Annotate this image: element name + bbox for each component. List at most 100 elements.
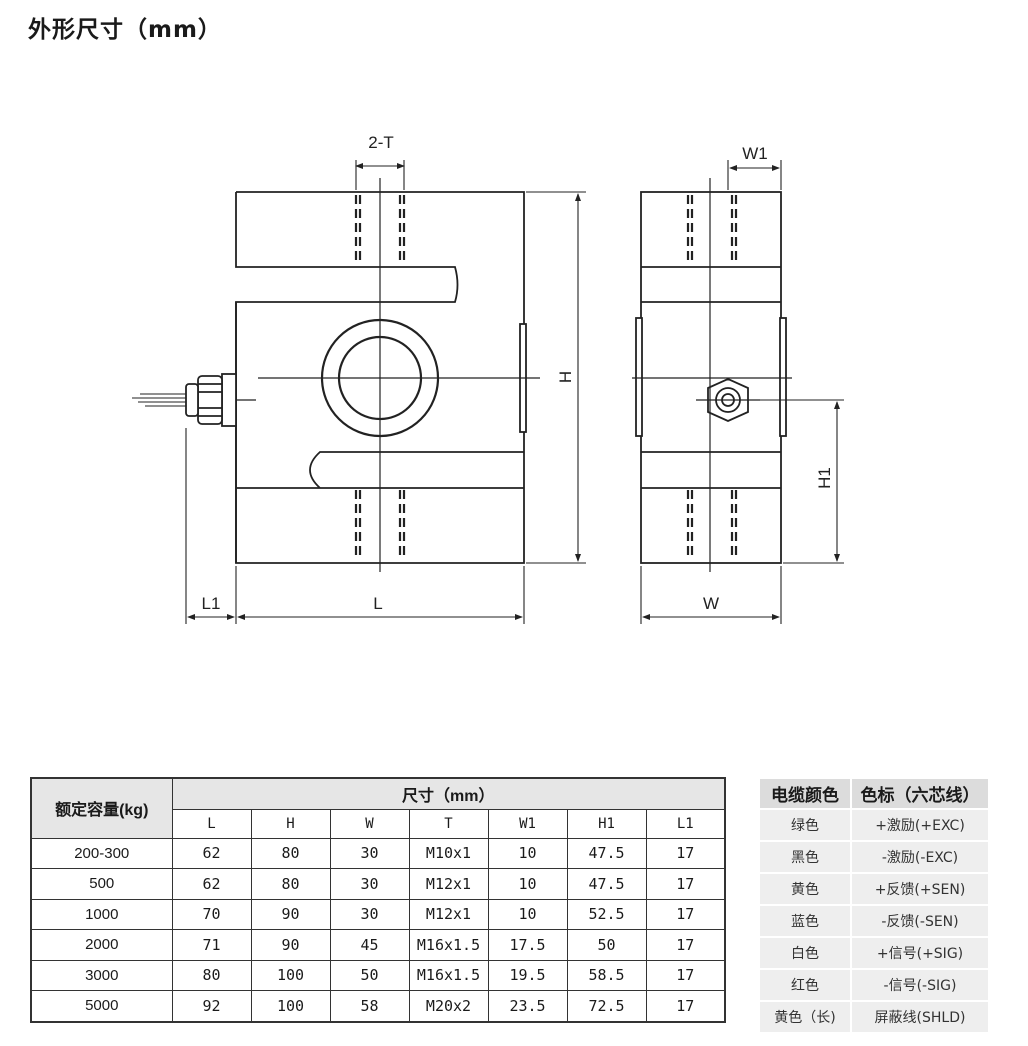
table-row: 黑色 -激励(-EXC) bbox=[760, 842, 988, 872]
table-cell: 62 bbox=[171, 868, 252, 900]
table-cell: 30 bbox=[329, 868, 410, 900]
table-cell: M20x2 bbox=[408, 990, 489, 1022]
table-row: 1000 70 90 30 M12x1 10 52.5 17 bbox=[30, 898, 726, 930]
table-cell: 10 bbox=[487, 868, 568, 900]
table-row: 2000 71 90 45 M16x1.5 17.5 50 17 bbox=[30, 929, 726, 961]
table-cell: M16x1.5 bbox=[408, 929, 489, 961]
signal-function: +激励(+EXC) bbox=[850, 810, 988, 840]
cable-color-table: 电缆颜色 色标（六芯线） 绿色 +激励(+EXC) 黑色 -激励(-EXC) 黄… bbox=[760, 777, 988, 1034]
table-cell: 500 bbox=[30, 868, 173, 900]
table-cell: 23.5 bbox=[487, 990, 568, 1022]
table-cell: 72.5 bbox=[566, 990, 647, 1022]
cable-color: 蓝色 bbox=[760, 906, 850, 936]
column-header: W1 bbox=[487, 808, 568, 839]
table-cell: 71 bbox=[171, 929, 252, 961]
table-cell: 50 bbox=[566, 929, 647, 961]
dimensions-table: 额定容量(kg) 尺寸（mm） L H W T W1 H1 L1 200-300… bbox=[30, 777, 726, 1023]
table-cell: 80 bbox=[250, 868, 331, 900]
table-cell: 17 bbox=[645, 898, 726, 930]
cable-color: 绿色 bbox=[760, 810, 850, 840]
table-cell: 90 bbox=[250, 898, 331, 930]
table-cell: 17.5 bbox=[487, 929, 568, 961]
table-cell: 80 bbox=[171, 959, 252, 991]
table-cell: 17 bbox=[645, 837, 726, 869]
cable-color: 红色 bbox=[760, 970, 850, 1000]
dim-label-l: L bbox=[373, 594, 382, 613]
technical-drawing: 2-T W1 H H1 L1 L W bbox=[132, 133, 844, 624]
table-row: 5000 92 100 58 M20x2 23.5 72.5 17 bbox=[30, 990, 726, 1022]
table-cell: 100 bbox=[250, 959, 331, 991]
table-cell: 58 bbox=[329, 990, 410, 1022]
color-mark-header: 色标（六芯线） bbox=[850, 779, 988, 808]
table-cell: 70 bbox=[171, 898, 252, 930]
table-cell: 19.5 bbox=[487, 959, 568, 991]
table-row: 白色 +信号(+SIG) bbox=[760, 938, 988, 968]
dim-label-2t: 2-T bbox=[368, 133, 394, 152]
table-cell: 62 bbox=[171, 837, 252, 869]
table-cell: 90 bbox=[250, 929, 331, 961]
table-row: 红色 -信号(-SIG) bbox=[760, 970, 988, 1000]
table-cell: M10x1 bbox=[408, 837, 489, 869]
table-cell: 17 bbox=[645, 990, 726, 1022]
table-cell: 47.5 bbox=[566, 837, 647, 869]
table-cell: 100 bbox=[250, 990, 331, 1022]
table-cell: 30 bbox=[329, 837, 410, 869]
table-cell: 10 bbox=[487, 837, 568, 869]
dim-label-h: H bbox=[556, 371, 575, 383]
dim-label-w1: W1 bbox=[742, 144, 768, 163]
column-header: L1 bbox=[645, 808, 726, 839]
table-cell: 2000 bbox=[30, 929, 173, 961]
capacity-header: 额定容量(kg) bbox=[30, 777, 173, 839]
table-cell: M12x1 bbox=[408, 868, 489, 900]
table-row: 500 62 80 30 M12x1 10 47.5 17 bbox=[30, 868, 726, 900]
table-cell: 5000 bbox=[30, 990, 173, 1022]
page-title: 外形尺寸（mm） bbox=[28, 17, 222, 43]
column-header: H1 bbox=[566, 808, 647, 839]
table-row: 蓝色 -反馈(-SEN) bbox=[760, 906, 988, 936]
side-view bbox=[632, 178, 792, 572]
table-cell: 17 bbox=[645, 959, 726, 991]
column-header: H bbox=[250, 808, 331, 839]
cable-color: 黑色 bbox=[760, 842, 850, 872]
side-dimensions bbox=[640, 160, 844, 624]
front-dimensions bbox=[185, 160, 586, 624]
column-header: T bbox=[408, 808, 489, 839]
table-cell: 10 bbox=[487, 898, 568, 930]
signal-function: -信号(-SIG) bbox=[850, 970, 988, 1000]
signal-function: +反馈(+SEN) bbox=[850, 874, 988, 904]
table-cell: 58.5 bbox=[566, 959, 647, 991]
table-row: 黄色（长) 屏蔽线(SHLD) bbox=[760, 1002, 988, 1032]
table-cell: 52.5 bbox=[566, 898, 647, 930]
signal-function: -反馈(-SEN) bbox=[850, 906, 988, 936]
column-header: L bbox=[171, 808, 252, 839]
table-cell: 17 bbox=[645, 929, 726, 961]
table-cell: 80 bbox=[250, 837, 331, 869]
table-row: 黄色 +反馈(+SEN) bbox=[760, 874, 988, 904]
signal-function: -激励(-EXC) bbox=[850, 842, 988, 872]
table-row: 200-300 62 80 30 M10x1 10 47.5 17 bbox=[30, 837, 726, 869]
dim-label-l1: L1 bbox=[202, 594, 221, 613]
signal-function: 屏蔽线(SHLD) bbox=[850, 1002, 988, 1032]
signal-function: +信号(+SIG) bbox=[850, 938, 988, 968]
table-cell: 45 bbox=[329, 929, 410, 961]
dim-label-h1: H1 bbox=[815, 467, 834, 489]
table-cell: 200-300 bbox=[30, 837, 173, 869]
cable-color: 白色 bbox=[760, 938, 850, 968]
table-cell: 50 bbox=[329, 959, 410, 991]
table-cell: 47.5 bbox=[566, 868, 647, 900]
table-cell: 92 bbox=[171, 990, 252, 1022]
table-cell: 3000 bbox=[30, 959, 173, 991]
table-cell: 17 bbox=[645, 868, 726, 900]
cable-color-header: 电缆颜色 bbox=[760, 779, 850, 808]
table-cell: M16x1.5 bbox=[408, 959, 489, 991]
cable-color: 黄色 bbox=[760, 874, 850, 904]
column-header: W bbox=[329, 808, 410, 839]
table-cell: M12x1 bbox=[408, 898, 489, 930]
table-row: 绿色 +激励(+EXC) bbox=[760, 810, 988, 840]
table-cell: 30 bbox=[329, 898, 410, 930]
cable-color: 黄色（长) bbox=[760, 1002, 850, 1032]
table-row: 3000 80 100 50 M16x1.5 19.5 58.5 17 bbox=[30, 959, 726, 991]
front-view bbox=[132, 178, 540, 572]
size-header: 尺寸（mm） bbox=[171, 777, 726, 810]
table-cell: 1000 bbox=[30, 898, 173, 930]
